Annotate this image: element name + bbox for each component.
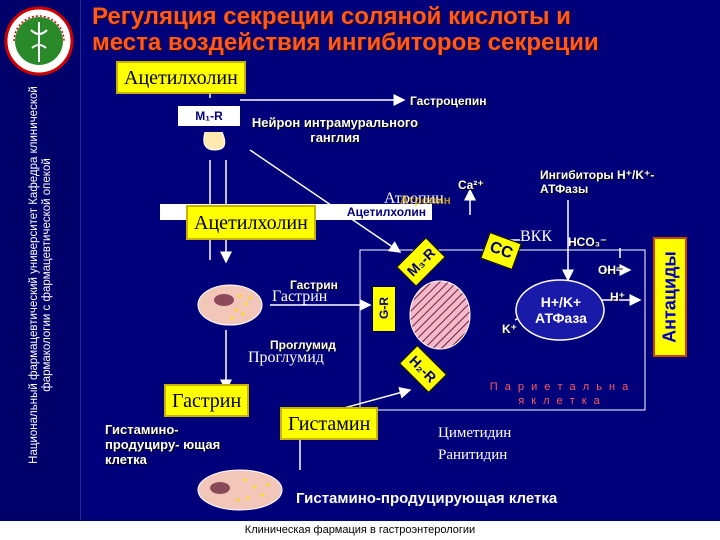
g-cell-granules: [230, 294, 252, 320]
m1-receptor-label: M₁-R: [178, 106, 240, 126]
ecl-cell-granules: [236, 478, 270, 502]
h-plus-label: H⁺: [610, 290, 625, 304]
atpase-ellipse: [515, 279, 605, 341]
gastrin-box: Гастрин: [164, 384, 250, 417]
university-logo: [4, 6, 74, 76]
parietal-cell-label: П а р и е т а л ь н а я к л е т к а: [489, 381, 631, 407]
page-title: Регуляция секреции соляной кислоты и мес…: [92, 4, 712, 56]
nerve-ending: [203, 131, 226, 151]
calcium-label: Ca²⁺: [458, 178, 484, 192]
atropine-label: Атропин: [384, 190, 444, 207]
acetylcholine-mid-box: Ацетилхолин: [186, 205, 316, 240]
hco3-label: HCO₃⁻: [568, 235, 607, 249]
atpase-label: H+/K+ АТФаза: [535, 294, 587, 326]
cimetidine-label: Циметидин: [438, 425, 512, 441]
vkk-label: ВКК: [520, 228, 553, 245]
title-line-1: Регуляция секреции соляной кислоты и: [92, 3, 571, 30]
ecl-cell: [197, 469, 283, 511]
antacids-label: Антациды: [659, 251, 680, 343]
gastrocepin-label: Гастроцепин: [410, 94, 487, 108]
ranitidine-label: Ранитидин: [438, 447, 508, 463]
gastrin-label: Гастрин: [272, 288, 328, 305]
oh-label: OH⁻: [598, 263, 623, 277]
atropine-shadow-label: Атропин: [400, 193, 451, 207]
g-receptor: G-R: [372, 286, 396, 332]
g-receptor-label: G-R: [377, 297, 391, 319]
histamine-producing-left-label: Гистамино- продуциру- ющая клетка: [105, 422, 221, 467]
antacids-box: Антациды: [653, 237, 687, 357]
neuron-label: Нейрон интрамурального ганглия: [251, 115, 419, 145]
hatched-oval: [409, 280, 471, 350]
proglumid-label: Проглумид: [248, 349, 324, 366]
sidebar: [0, 0, 81, 520]
proglumid-bold-label: Проглумид: [270, 338, 336, 352]
g-cell: [197, 284, 263, 326]
histamine-cell-bottom-label: Гистамино-продуцирующая клетка: [296, 490, 558, 507]
gastrin-bold-label: Гастрин: [290, 278, 338, 292]
title-line-2: места воздействия ингибиторов секреции: [92, 29, 599, 56]
inhibitors-label: Ингибиторы H⁺/K⁺- АТФазы: [540, 168, 655, 196]
acetylcholine-top-box: Ацетилхолин: [116, 61, 246, 94]
k-plus-label: K⁺: [502, 322, 517, 336]
footer: Клиническая фармация в гастроэнтерологии: [0, 521, 720, 540]
histamine-box: Гистамин: [280, 407, 379, 440]
